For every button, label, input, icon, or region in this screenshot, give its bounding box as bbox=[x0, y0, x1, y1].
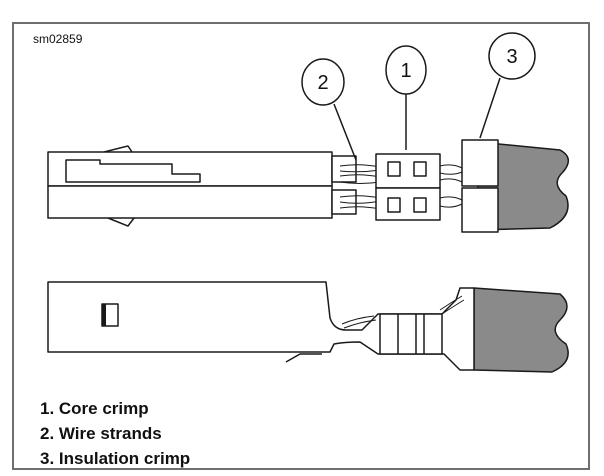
legend-item-wire-strands: 2. Wire strands bbox=[40, 424, 162, 443]
callout-2 bbox=[301, 58, 357, 161]
terminal-body-lower bbox=[47, 185, 333, 219]
core-crimp-bottom bbox=[375, 187, 441, 221]
core-crimp-side bbox=[379, 313, 443, 355]
locking-tab-bottom bbox=[107, 217, 135, 227]
insulation-crimp-top bbox=[461, 139, 499, 187]
terminal-body-upper bbox=[47, 151, 333, 187]
locking-tab-top bbox=[103, 145, 133, 153]
figure-id: sm02859 bbox=[33, 32, 83, 46]
callout-1-label: 1 bbox=[400, 60, 411, 82]
side-tab bbox=[285, 353, 322, 363]
callout-3-label: 3 bbox=[506, 46, 517, 68]
terminal-side-view bbox=[47, 281, 569, 373]
core-crimp-top bbox=[375, 153, 441, 189]
callout-2-label: 2 bbox=[317, 72, 328, 94]
legend-item-insulation-crimp: 3. Insulation crimp bbox=[40, 449, 191, 468]
wire-strands-side bbox=[341, 295, 465, 329]
wire-insulation-top bbox=[477, 141, 569, 231]
legend: 1. Core crimp 2. Wire strands 3. Insulat… bbox=[40, 396, 190, 471]
insulation-crimp-bottom bbox=[461, 187, 499, 233]
terminal-body-window bbox=[65, 159, 201, 183]
wire-insulation-side bbox=[473, 287, 569, 373]
callout-1 bbox=[385, 45, 427, 150]
terminal-side-body bbox=[47, 281, 475, 371]
terminal-top-view bbox=[47, 139, 569, 233]
legend-item-core-crimp: 1. Core crimp bbox=[40, 399, 149, 418]
callout-3 bbox=[479, 32, 536, 139]
